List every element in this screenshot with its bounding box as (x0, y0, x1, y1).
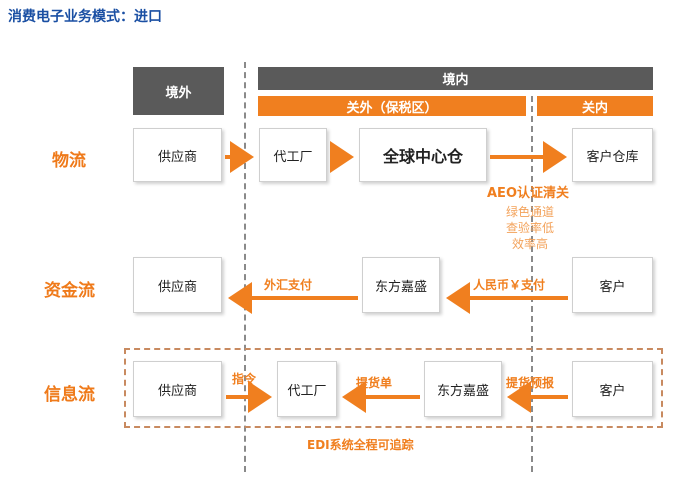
header-bonded-zone: 关外（保税区） (258, 96, 526, 116)
rmb-payment-label: 人民币￥支付 (473, 278, 546, 292)
info-customer-box: 客户 (572, 361, 653, 417)
funds-supplier-box: 供应商 (133, 257, 222, 313)
header-domestic: 境内 (258, 67, 653, 90)
divider-customs-line (531, 96, 533, 472)
info-flow-frame (124, 348, 663, 428)
logistics-supplier-box: 供应商 (133, 128, 222, 182)
row-label-info: 信息流 (44, 385, 95, 405)
divider-border-line (244, 62, 246, 472)
row-label-logistics: 物流 (52, 151, 86, 171)
aeo-note-green-channel: 绿色通道 (506, 205, 555, 219)
page-title: 消费电子业务模式：进口 (8, 9, 162, 25)
row-label-funds: 资金流 (44, 281, 95, 301)
aeo-note-low-inspection: 查验率低 (506, 221, 555, 235)
funds-dfjs-box: 东方嘉盛 (362, 257, 440, 313)
aeo-clearance-label: AEO认证清关 (487, 186, 569, 201)
info-dfjs-box: 东方嘉盛 (424, 361, 502, 417)
aeo-note-high-efficiency: 效率高 (512, 237, 549, 251)
header-inside-customs: 关内 (537, 96, 653, 116)
funds-customer-box: 客户 (572, 257, 653, 313)
edi-tracking-label: EDI系统全程可追踪 (307, 438, 414, 452)
fx-payment-label: 外汇支付 (264, 278, 313, 292)
header-overseas: 境外 (133, 67, 224, 115)
logistics-warehouse-box: 客户仓库 (572, 128, 653, 182)
info-oem-box: 代工厂 (277, 361, 337, 417)
info-supplier-box: 供应商 (133, 361, 222, 417)
logistics-oem-box: 代工厂 (259, 128, 327, 182)
logistics-hub-box: 全球中心仓 (359, 128, 487, 182)
